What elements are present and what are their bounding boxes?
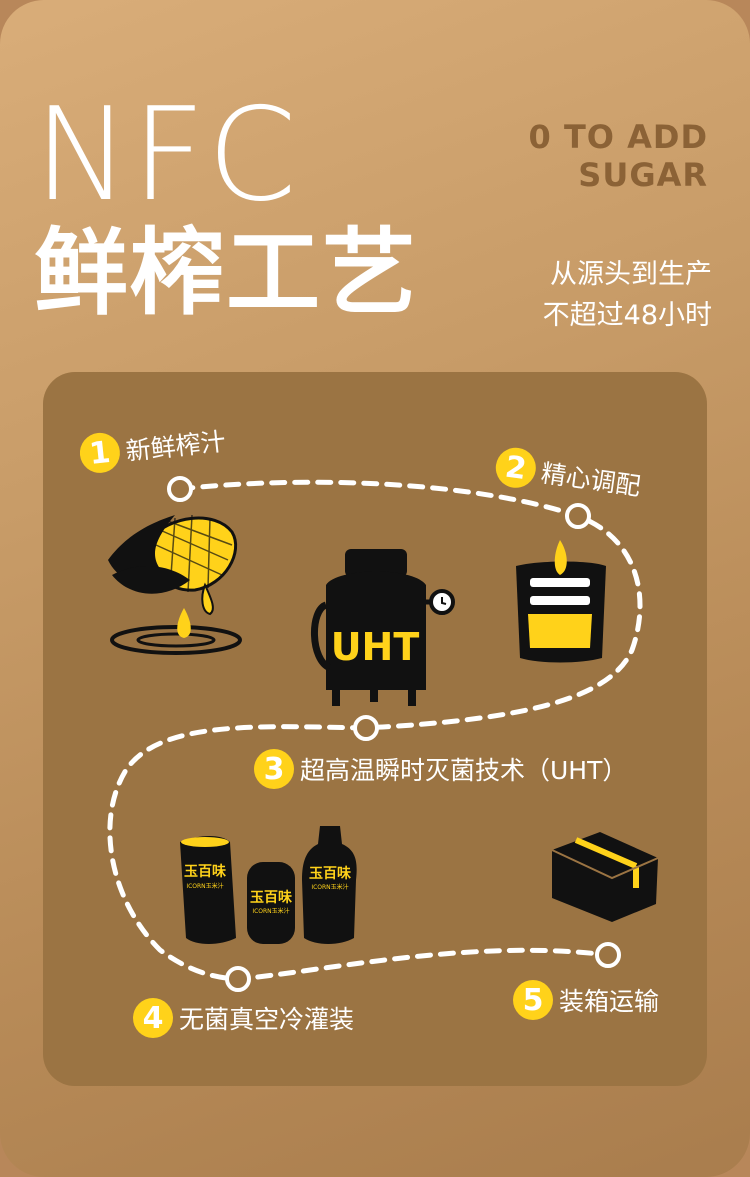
- step-3-label: 超高温瞬时灭菌技术（UHT）: [300, 756, 628, 785]
- uht-machine-icon: UHT: [311, 549, 455, 706]
- route-node-3: [353, 715, 379, 741]
- no-sugar-line-1: 0 TO ADD: [528, 118, 708, 156]
- mixing-cup-icon: [516, 540, 606, 663]
- step-3-badge: 3: [254, 749, 294, 789]
- bottles-icon: 玉百味 ICORN玉米汁 玉百味 ICORN玉米汁 玉百味 ICORN玉米汁: [180, 826, 357, 944]
- bottle-sub-1: ICORN玉米汁: [186, 882, 223, 890]
- bottle-brand-1: 玉百味: [184, 864, 226, 880]
- step-4-badge: 4: [133, 998, 173, 1038]
- step-5-badge: 5: [513, 980, 553, 1020]
- shipping-box-icon: [551, 832, 659, 922]
- freshness-note-line-1: 从源头到生产: [550, 259, 712, 290]
- freshness-note-line-2: 不超过48小时: [542, 300, 712, 331]
- bottle-sub-2: ICORN玉米汁: [252, 907, 289, 915]
- route-node-2: [565, 503, 591, 529]
- step-4: 4 无菌真空冷灌装: [133, 998, 354, 1038]
- title-nfc: NFC: [34, 81, 299, 230]
- bottle-brand-3: 玉百味: [309, 866, 351, 882]
- route-node-5: [595, 942, 621, 968]
- step-1-badge: 1: [77, 430, 122, 475]
- bottle-sub-3: ICORN玉米汁: [311, 883, 348, 891]
- bottle-brand-2: 玉百味: [250, 890, 292, 906]
- no-sugar-tag: 0 TO ADD SUGAR: [529, 118, 708, 194]
- step-4-label: 无菌真空冷灌装: [179, 1005, 355, 1034]
- route-node-4: [225, 966, 251, 992]
- route-node-1: [167, 476, 193, 502]
- freshness-note: 从源头到生产 不超过48小时: [543, 254, 712, 336]
- title-process: 鲜榨工艺: [34, 219, 419, 328]
- step-1-label: 新鲜榨汁: [124, 426, 227, 467]
- step-5: 5 装箱运输: [513, 980, 659, 1020]
- no-sugar-line-2: SUGAR: [578, 156, 708, 194]
- step-2-badge: 2: [493, 445, 539, 491]
- uht-machine-label: UHT: [331, 625, 420, 669]
- corn-icon: [108, 514, 242, 655]
- step-3: 3 超高温瞬时灭菌技术（UHT）: [254, 749, 627, 789]
- step-5-label: 装箱运输: [559, 987, 660, 1016]
